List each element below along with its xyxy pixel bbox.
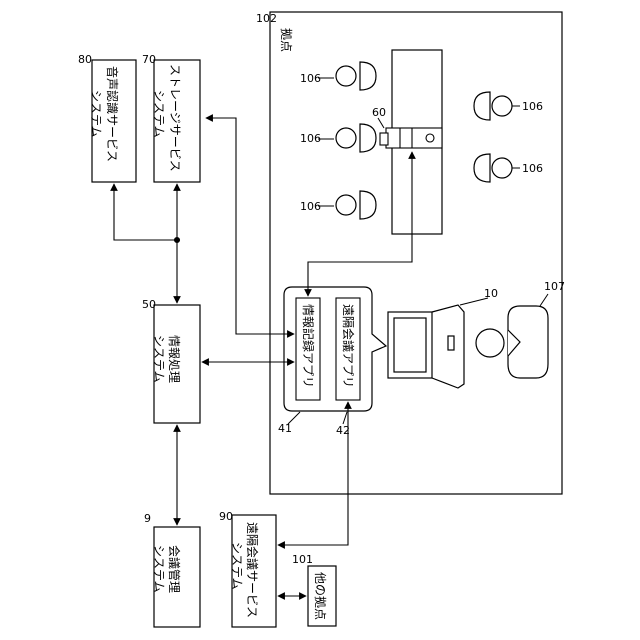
terminal-ref: 10 bbox=[484, 287, 498, 300]
participant-icon bbox=[336, 62, 376, 90]
info-system-ref: 50 bbox=[142, 298, 156, 311]
other-site-label: 他の拠点 bbox=[313, 572, 327, 620]
site-ref: 102 bbox=[256, 12, 277, 25]
user-ref: 107 bbox=[544, 280, 565, 293]
storage-system-ref: 70 bbox=[142, 53, 156, 66]
info-system-line1: 情報処理 bbox=[167, 335, 181, 383]
meeting-mgmt-ref: 9 bbox=[144, 512, 151, 525]
meeting-management-system-box: 会議管理 システム 9 bbox=[144, 512, 200, 627]
storage-system-line1: ストレージサービス bbox=[168, 64, 182, 172]
terminal-app-panel: 情報記録アプリ 遠隔会議アプリ bbox=[284, 287, 386, 411]
remote-service-line2: システム bbox=[230, 542, 244, 590]
storage-service-system-box: ストレージサービス システム 70 bbox=[142, 53, 200, 182]
recording-device-60 bbox=[380, 128, 442, 148]
participant-ref: 106 bbox=[522, 162, 543, 175]
storage-system-line2: システム bbox=[152, 90, 166, 138]
meeting-mgmt-line1: 会議管理 bbox=[167, 545, 182, 593]
voice-recognition-system-box: 音声認識サービス システム 80 bbox=[78, 53, 136, 182]
record-app-ref: 41 bbox=[278, 422, 292, 435]
participant-ref: 106 bbox=[522, 100, 543, 113]
participant-ref: 106 bbox=[300, 72, 321, 85]
remote-service-ref: 90 bbox=[219, 510, 233, 523]
site-title: 拠点 bbox=[279, 28, 293, 52]
device-ref: 60 bbox=[372, 106, 386, 119]
participant-icon bbox=[474, 154, 512, 182]
remote-meeting-app-label: 遠隔会議アプリ bbox=[341, 304, 355, 388]
meeting-mgmt-line2: システム bbox=[152, 545, 166, 593]
info-system-line2: システム bbox=[152, 335, 166, 383]
participant-ref: 106 bbox=[300, 132, 321, 145]
laptop-terminal bbox=[388, 305, 464, 388]
info-processing-system-box: 情報処理 システム 50 bbox=[142, 298, 200, 423]
participant-icon bbox=[336, 191, 376, 219]
user-107-icon bbox=[476, 306, 548, 378]
participant-icon bbox=[474, 92, 512, 120]
remote-service-line1: 遠隔会議サービス bbox=[245, 522, 259, 618]
info-record-app-label: 情報記録アプリ bbox=[301, 304, 316, 388]
other-site-box: 他の拠点 101 bbox=[292, 553, 336, 626]
voice-system-ref: 80 bbox=[78, 53, 92, 66]
voice-system-line2: システム bbox=[89, 90, 103, 138]
remote-meeting-service-box: 遠隔会議サービス システム 90 bbox=[219, 510, 276, 627]
other-site-ref: 101 bbox=[292, 553, 313, 566]
voice-system-line1: 音声認識サービス bbox=[105, 66, 120, 162]
participant-ref: 106 bbox=[300, 200, 321, 213]
participant-icon bbox=[336, 124, 376, 152]
